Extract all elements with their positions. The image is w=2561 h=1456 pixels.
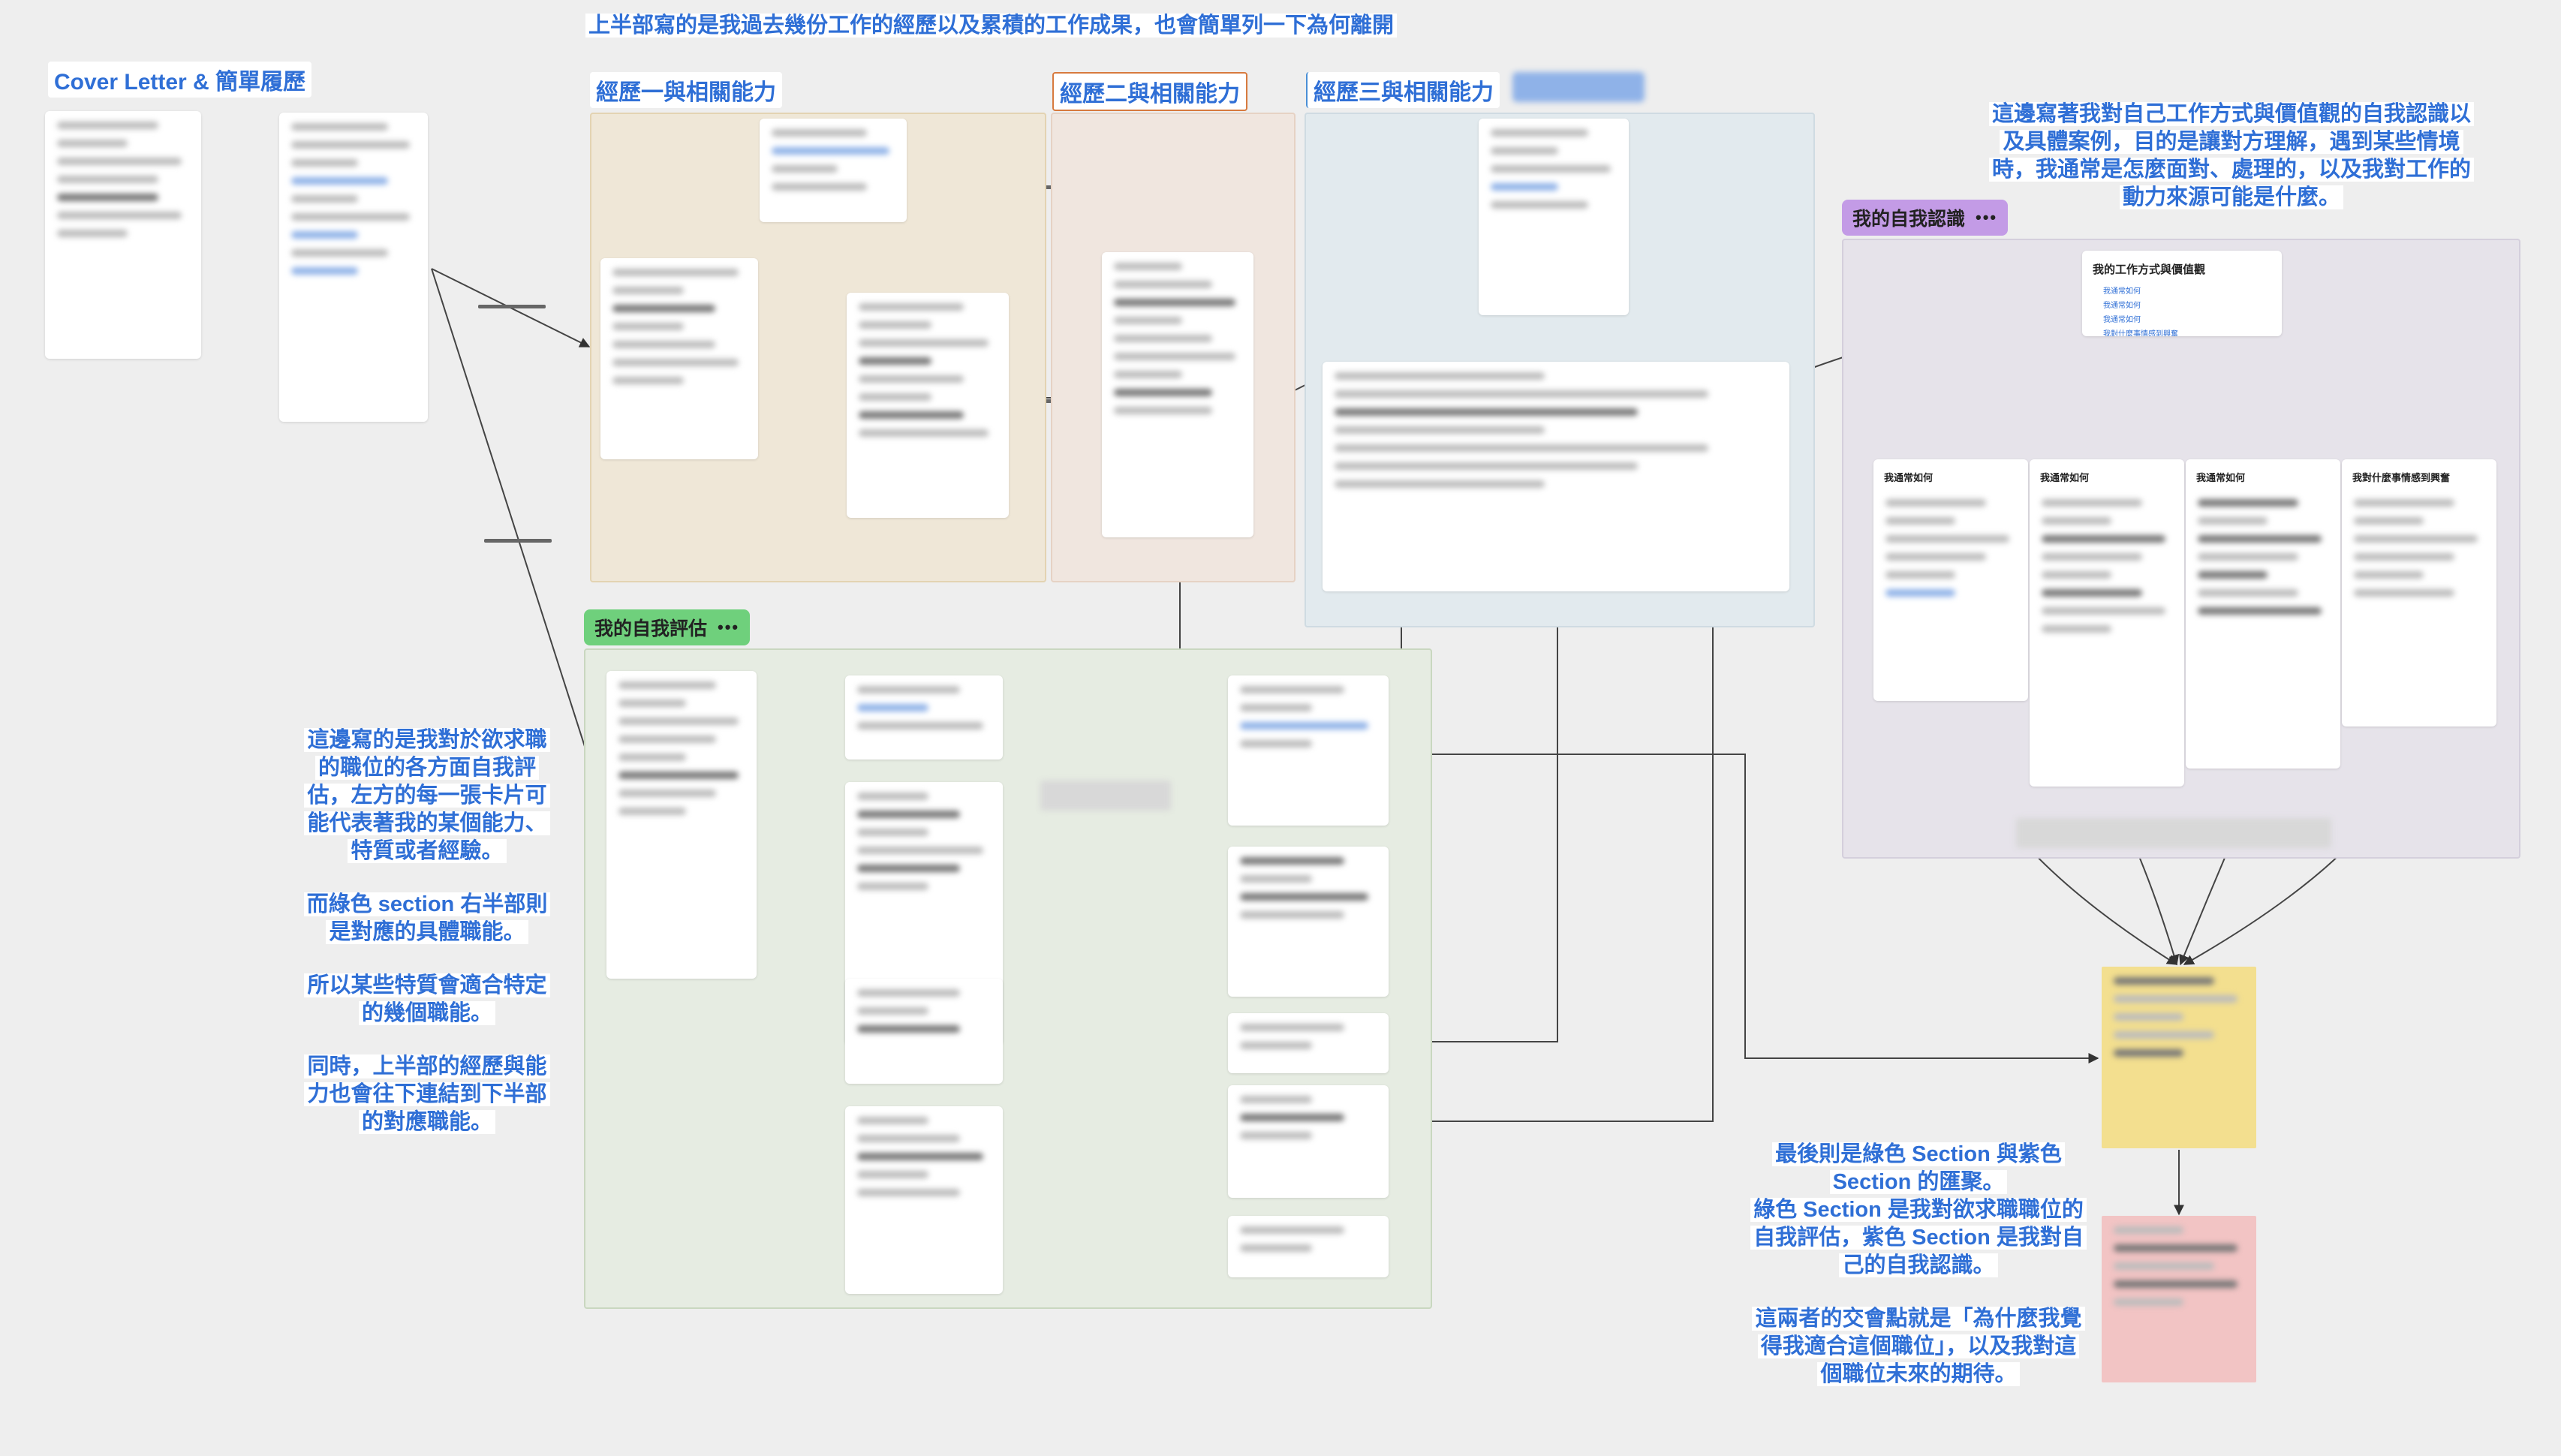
- self-eval-label: 我的自我評估: [594, 618, 708, 639]
- left-annotation-p3: 所以某些特質會適合特定的幾個職能。: [304, 973, 550, 1025]
- top-annotation-text: 上半部寫的是我過去幾份工作的經歷以及累積的工作成果，也會簡單列一下為何離開: [585, 14, 1398, 38]
- self-aware-section[interactable]: 我的工作方式與價值觀 我通常如何 我通常如何 我通常如何 我對什麼事情感到興奮 …: [1842, 239, 2520, 859]
- habit-card[interactable]: 我通常如何: [1873, 459, 2028, 701]
- exp1-label: 經歷一與相關能力: [590, 72, 782, 108]
- exp3-label: 經歷三與相關能力: [1306, 72, 1500, 108]
- cover-letter-title: Cover Letter & 簡單履歷: [48, 62, 312, 98]
- self-aware-tag[interactable]: 我的自我認識 •••: [1842, 200, 2009, 236]
- more-icon[interactable]: •••: [1976, 208, 1998, 227]
- trait-card[interactable]: [845, 1106, 1003, 1294]
- self-aware-label: 我的自我認識: [1852, 209, 1966, 230]
- habit-card-title: 我通常如何: [2196, 472, 2246, 483]
- habit-card[interactable]: 我通常如何: [2186, 459, 2340, 769]
- values-card-item[interactable]: 我通常如何: [2103, 302, 2141, 310]
- trait-card[interactable]: [845, 675, 1003, 760]
- exp2-card[interactable]: [1102, 252, 1253, 537]
- self-eval-tag[interactable]: 我的自我評估 •••: [584, 609, 751, 645]
- right-top-annotation-text: 這邊寫著我對自己工作方式與價值觀的自我認識以及具體案例，目的是讓對方理解，遇到某…: [1988, 102, 2474, 209]
- bottom-right-annotation-p1: 最後則是綠色 Section 與紫色 Section 的匯聚。: [1772, 1142, 2065, 1194]
- bottom-right-annotation-p2: 綠色 Section 是我對欲求職職位的自我評估，紫色 Section 是我對自…: [1750, 1198, 2087, 1277]
- bottom-right-annotation: 最後則是綠色 Section 與紫色 Section 的匯聚。 綠色 Secti…: [1749, 1141, 2088, 1388]
- left-annotation-p1: 這邊寫的是我對於欲求職的職位的各方面自我評估，左方的每一張卡片可能代表著我的某個…: [304, 728, 550, 863]
- habit-card-title: 我通常如何: [2040, 472, 2090, 483]
- yellow-sticky[interactable]: [2102, 967, 2256, 1148]
- habit-card[interactable]: 我通常如何: [2030, 459, 2184, 787]
- exp3-card[interactable]: [1323, 362, 1789, 591]
- skill-card[interactable]: [1228, 675, 1389, 826]
- skill-card[interactable]: [1228, 1216, 1389, 1277]
- exp1-card[interactable]: [760, 119, 907, 222]
- exp1-card[interactable]: [847, 293, 1009, 518]
- bottom-right-annotation-p3: 這兩者的交會點就是「為什麼我覺得我適合這個職位」，以及我對這個職位未來的期待。: [1752, 1307, 2085, 1386]
- excitement-card[interactable]: 我對什麼事情感到興奮: [2342, 459, 2496, 726]
- trait-card[interactable]: [606, 671, 757, 979]
- more-icon[interactable]: •••: [718, 618, 740, 636]
- skill-card[interactable]: [1228, 1085, 1389, 1198]
- excitement-card-title: 我對什麼事情感到興奮: [2352, 472, 2451, 483]
- self-eval-section[interactable]: [584, 648, 1432, 1309]
- connector-label: [2016, 818, 2331, 848]
- resume-card[interactable]: [279, 113, 428, 422]
- connector-label: [1040, 781, 1171, 811]
- exp2-label: 經歷二與相關能力: [1052, 72, 1247, 111]
- exp3-label-extra: [1512, 72, 1645, 102]
- exp1-card[interactable]: [600, 258, 758, 459]
- habit-card-title: 我通常如何: [1884, 472, 1934, 483]
- skill-card[interactable]: [1228, 1013, 1389, 1073]
- left-annotation-p4: 同時，上半部的經歷與能力也會往下連結到下半部的對應職能。: [304, 1054, 550, 1134]
- values-card-title: 我的工作方式與價值觀: [2093, 263, 2206, 276]
- exp2-section[interactable]: [1051, 113, 1296, 582]
- cover-letter-card[interactable]: [45, 111, 201, 359]
- right-top-annotation: 這邊寫著我對自己工作方式與價值觀的自我認識以及具體案例，目的是讓對方理解，遇到某…: [1982, 101, 2481, 212]
- pink-sticky[interactable]: [2102, 1216, 2256, 1382]
- exp3-section[interactable]: [1305, 113, 1815, 627]
- top-annotation: 上半部寫的是我過去幾份工作的經歷以及累積的工作成果，也會簡單列一下為何離開: [585, 12, 1509, 40]
- skill-card[interactable]: [1228, 847, 1389, 997]
- left-annotation-p2: 而綠色 section 右半部則是對應的具體職能。: [303, 892, 551, 944]
- exp3-card[interactable]: [1479, 119, 1629, 315]
- left-annotation: 這邊寫的是我對於欲求職的職位的各方面自我評估，左方的每一張卡片可能代表著我的某個…: [299, 726, 555, 1136]
- values-card-item[interactable]: 我通常如何: [2103, 287, 2141, 296]
- values-card-item[interactable]: 我通常如何: [2103, 316, 2141, 324]
- exp1-section[interactable]: [590, 113, 1046, 582]
- values-card[interactable]: 我的工作方式與價值觀 我通常如何 我通常如何 我通常如何 我對什麼事情感到興奮: [2082, 251, 2282, 336]
- trait-card[interactable]: [845, 979, 1003, 1084]
- values-card-item[interactable]: 我對什麼事情感到興奮: [2103, 330, 2178, 336]
